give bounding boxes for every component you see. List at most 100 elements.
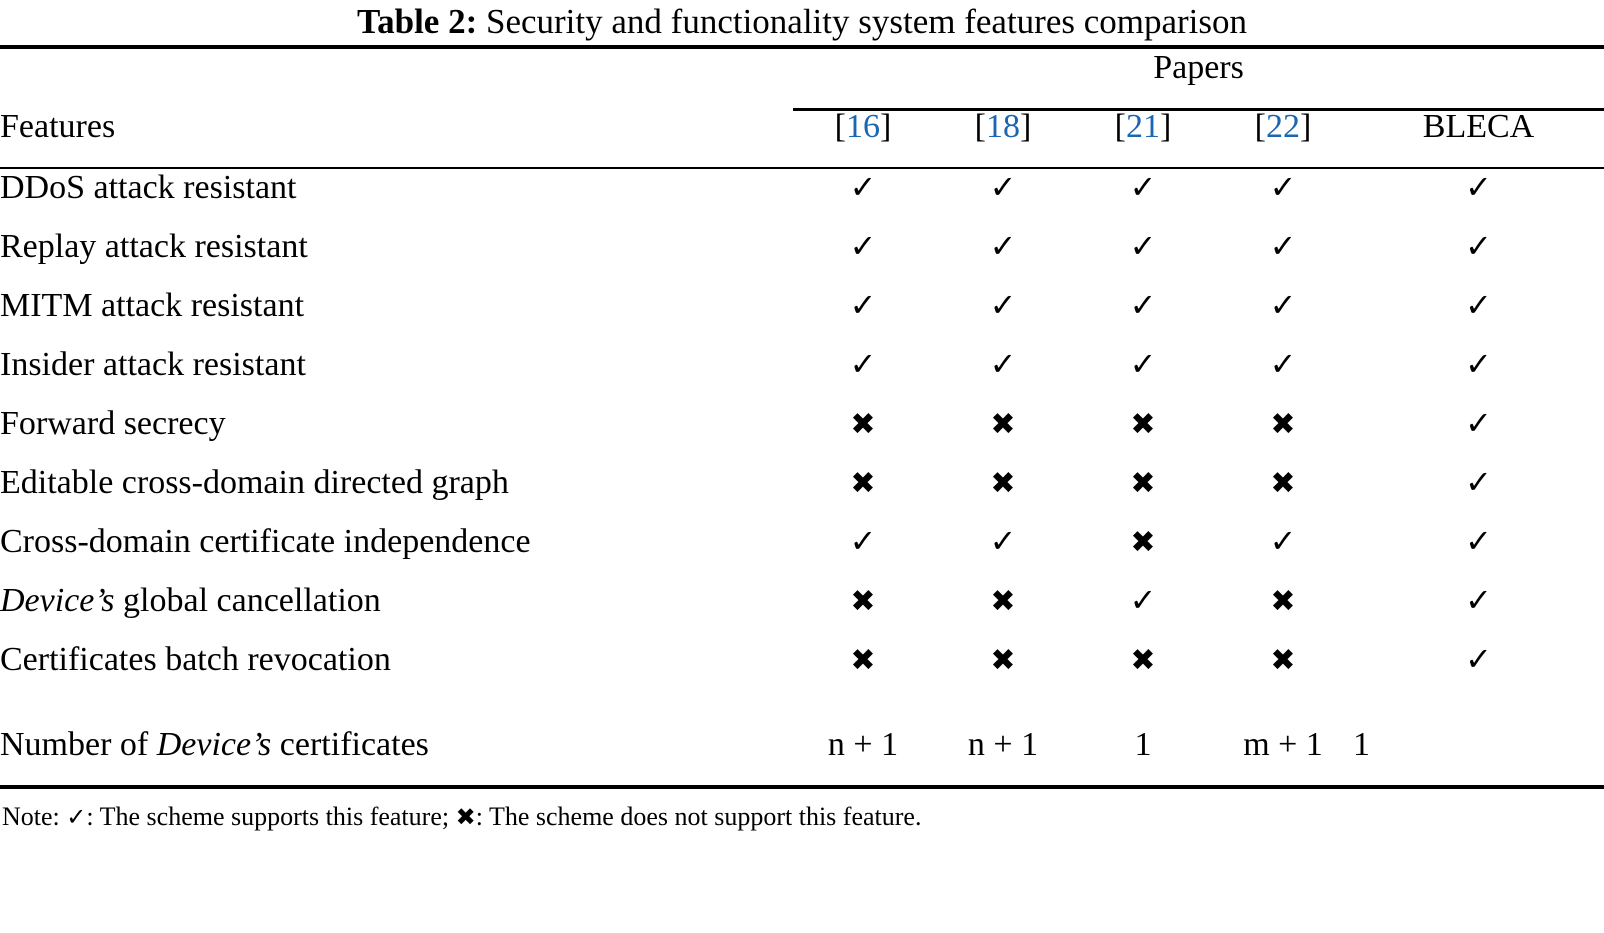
check-icon: ✓ — [1465, 345, 1492, 383]
certificate-count-cell: n + 1 — [827, 726, 899, 763]
cross-icon: ✖ — [1130, 525, 1156, 560]
table-note: Note: ✓: The scheme supports this featur… — [0, 789, 1604, 832]
support-cell: ✖ — [793, 405, 933, 464]
bracket-close-icon: ] — [1300, 108, 1312, 145]
support-cell: ✖ — [1073, 464, 1213, 523]
check-icon: ✓ — [849, 345, 877, 383]
cross-icon: ✖ — [850, 643, 876, 678]
citation-number[interactable]: 21 — [1126, 108, 1160, 145]
cross-icon: ✖ — [1270, 407, 1296, 442]
bracket-open-icon: [ — [1114, 108, 1126, 145]
feature-label: Cross-domain certificate independence — [0, 523, 793, 582]
cross-icon: ✖ — [850, 407, 876, 442]
feature-emphasis: Device’s — [0, 582, 115, 619]
support-cell: ✓ — [1213, 228, 1353, 287]
support-cell: ✖ — [793, 464, 933, 523]
feature-label: Forward secrecy — [0, 405, 793, 464]
bracket-open-icon: [ — [974, 108, 986, 145]
support-cell: ✓ — [793, 287, 933, 346]
feature-label: Device’s global cancellation — [0, 582, 793, 641]
support-cell: ✓ — [1353, 582, 1604, 641]
cross-icon: ✖ — [1130, 466, 1156, 501]
table-row: Insider attack resistant✓✓✓✓✓ — [0, 346, 1604, 405]
feature-text: MITM attack resistant — [0, 287, 305, 324]
bracket-close-icon: ] — [880, 108, 892, 145]
check-icon: ✓ — [989, 286, 1017, 324]
check-icon: ✓ — [1269, 286, 1297, 324]
support-cell: ✖ — [1213, 405, 1353, 464]
support-cell: ✖ — [793, 641, 933, 700]
citation-number[interactable]: 18 — [986, 108, 1020, 145]
caption-text: Security and functionality system featur… — [485, 2, 1248, 41]
feature-label: MITM attack resistant — [0, 287, 793, 346]
support-cell: ✓ — [1353, 523, 1604, 582]
support-cell: ✖ — [933, 464, 1073, 523]
check-icon: ✓ — [989, 522, 1017, 560]
support-cell: ✖ — [933, 641, 1073, 700]
support-cell: ✓ — [793, 523, 933, 582]
support-cell: ✓ — [1073, 287, 1213, 346]
papers-group-header: Papers — [1153, 49, 1244, 86]
check-icon: ✓ — [989, 168, 1017, 206]
support-cell: ✓ — [1353, 169, 1604, 228]
support-cell: ✖ — [1213, 464, 1353, 523]
papers-cmidrule — [793, 108, 1604, 111]
check-icon: ✓ — [1465, 522, 1492, 560]
certificate-count-cell: 1 — [1134, 726, 1152, 763]
citation-number[interactable]: 22 — [1266, 108, 1300, 145]
table-row: MITM attack resistant ✓ ✓ ✓ ✓ ✓ — [0, 287, 1604, 346]
support-cell: ✓ — [1353, 287, 1604, 346]
check-icon: ✓ — [849, 168, 877, 206]
support-cell: ✓ — [793, 169, 933, 228]
support-cell: ✓ — [1213, 169, 1353, 228]
table-row: Forward secrecy ✖ ✖ ✖ ✖ ✓ — [0, 405, 1604, 464]
table-column-header-row: Features [16] [18] [21] — [0, 108, 1604, 167]
support-cell: ✓ — [933, 523, 1073, 582]
check-icon: ✓ — [1269, 168, 1297, 206]
check-icon: ✓ — [1129, 345, 1157, 383]
header-spacer-cell — [0, 49, 793, 108]
check-icon: ✓ — [989, 345, 1017, 383]
support-cell: ✖ — [1213, 582, 1353, 641]
support-cell: ✓ — [793, 346, 933, 405]
comparison-table: Papers — [0, 49, 1604, 108]
table-bottomrule — [0, 785, 1604, 789]
check-icon: ✓ — [1129, 227, 1157, 265]
comparison-table-body: DDoS attack resistant✓✓✓✓✓Replay attack … — [0, 169, 1604, 785]
feature-text: DDoS attack resistant — [0, 169, 297, 206]
support-cell: ✓ — [1213, 287, 1353, 346]
features-column-header: Features — [0, 108, 116, 145]
check-icon: ✓ — [66, 803, 87, 831]
cross-icon: ✖ — [1130, 643, 1156, 678]
table-row: Cross-domain certificate independence✓✓✖… — [0, 523, 1604, 582]
support-cell: ✓ — [933, 169, 1073, 228]
support-cell: ✖ — [933, 582, 1073, 641]
check-icon: ✓ — [1269, 227, 1297, 265]
citation-number[interactable]: 16 — [846, 108, 880, 145]
cross-icon: ✖ — [850, 584, 876, 619]
cross-icon: ✖ — [1130, 407, 1156, 442]
cross-icon: ✖ — [990, 407, 1016, 442]
table-caption: Table 2: Security and functionality syst… — [0, 0, 1604, 45]
support-cell: ✓ — [933, 228, 1073, 287]
cross-icon: ✖ — [850, 466, 876, 501]
bracket-open-icon: [ — [1254, 108, 1266, 145]
feature-text: certificates — [271, 726, 429, 763]
feature-text: Number of — [0, 726, 157, 763]
check-icon: ✓ — [849, 227, 877, 265]
support-cell: ✓ — [1213, 523, 1353, 582]
bracket-close-icon: ] — [1020, 108, 1032, 145]
check-icon: ✓ — [1465, 227, 1492, 265]
certificate-count-cell: n + 1 — [967, 726, 1039, 763]
check-icon: ✓ — [1465, 404, 1492, 442]
support-cell: ✓ — [933, 287, 1073, 346]
check-icon: ✓ — [989, 227, 1017, 265]
feature-label: Insider attack resistant — [0, 346, 793, 405]
certificate-count-cell: m + 1 — [1243, 726, 1323, 763]
check-icon: ✓ — [1465, 168, 1492, 206]
caption-label: Table 2: — [356, 2, 478, 41]
check-icon: ✓ — [1465, 463, 1492, 501]
column-header-ref-16: [16] — [793, 108, 933, 167]
